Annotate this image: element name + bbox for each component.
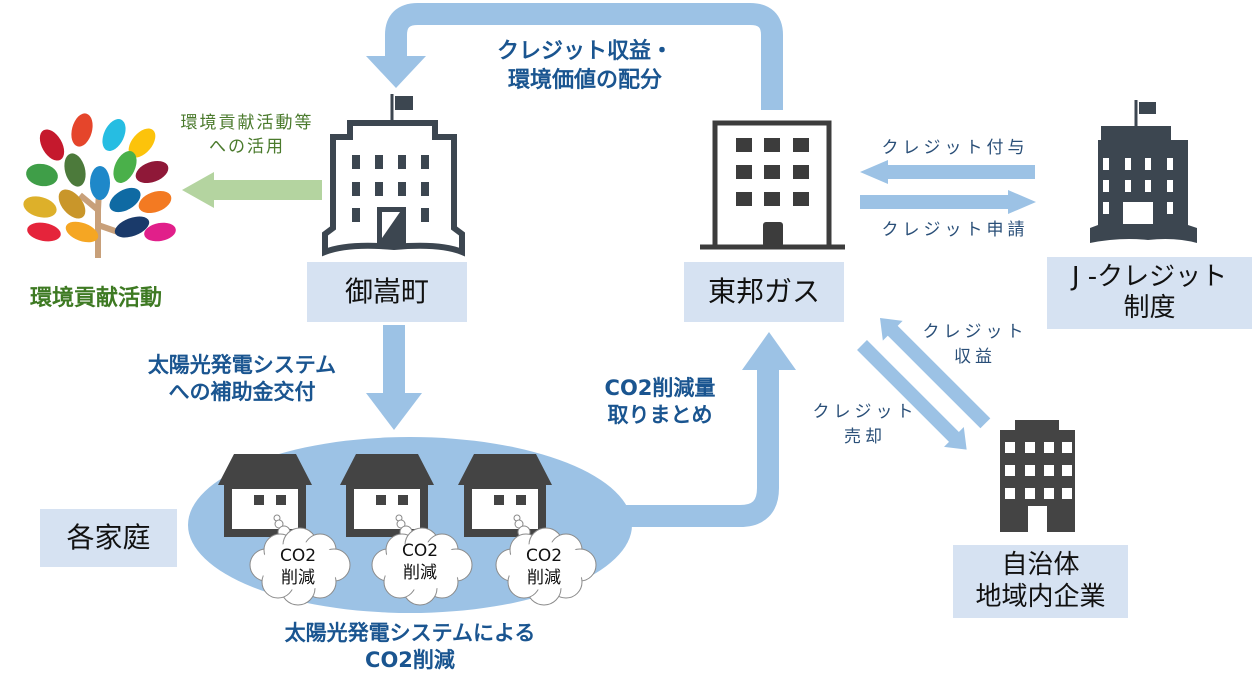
cloud-co2: CO2 (525, 546, 563, 566)
co2-summary-line2: 取りまとめ (607, 403, 713, 428)
cloud-shape (249, 527, 351, 606)
arrow-credit-apply-shaft (860, 195, 1010, 209)
distribution-label: クレジット収益・ 環境価値の配分 (460, 38, 710, 95)
credit-revenue-line1: クレジット (922, 322, 1028, 342)
arrow-credit-sale (857, 340, 967, 450)
town-hall-windows (352, 155, 429, 248)
sdg-tree-icon (23, 113, 176, 258)
solar-reduction-label: 太陽光発電システムによる CO2削減 (230, 620, 590, 675)
arrow-credit-grant-head (860, 160, 888, 184)
distribution-line2: 環境価値の配分 (507, 67, 662, 93)
arrow-co2-summary-head (742, 332, 796, 370)
co2-summary-line1: CO2削減量 (604, 376, 716, 400)
co2-clouds (249, 527, 597, 606)
mitake-label: 御嵩町 (344, 275, 429, 309)
cloud-co2: CO2 (279, 546, 317, 566)
arrow-env-use-shaft (212, 180, 322, 200)
arrow-credit-grant-shaft (885, 165, 1035, 179)
j-credit-line2: 制度 (1123, 293, 1176, 323)
credit-apply-label: クレジット申請 (881, 220, 1029, 240)
co2-summary-label: CO2削減量 取りまとめ (590, 375, 730, 430)
arrow-distribution-head (366, 56, 426, 88)
credit-revenue-line2: 収益 (954, 346, 996, 367)
node-toho-gas: 東邦ガス (684, 262, 844, 322)
j-credit-line1: J -クレジット (1071, 261, 1228, 292)
subsidy-line2: への補助金交付 (168, 380, 316, 405)
office-building-icon (700, 120, 845, 250)
local-line2: 地域内企業 (975, 581, 1106, 612)
local-line1: 自治体 (1001, 550, 1080, 581)
solar-reduction-line1: 太陽光発電システムによる (284, 621, 536, 645)
households-label: 各家庭 (66, 521, 151, 555)
cloud-shape (495, 527, 597, 606)
toho-gas-label: 東邦ガス (707, 275, 820, 309)
credit-sale-line1: クレジット (812, 402, 918, 422)
env-use-label: 環境貢献活動等 への活用 (172, 112, 322, 160)
node-j-credit: J -クレジット 制度 (1047, 257, 1252, 329)
subsidy-label: 太陽光発電システム への補助金交付 (112, 352, 372, 407)
cloud-text: CO2 削減 (504, 545, 584, 589)
house-icon (340, 454, 434, 539)
cloud-reduction: 削減 (527, 568, 561, 589)
arrow-subsidy-head (366, 393, 422, 430)
node-mitake: 御嵩町 (307, 262, 467, 322)
env-use-line2: への活用 (209, 136, 285, 157)
credit-revenue-label: クレジット 収益 (915, 320, 1035, 369)
government-building-icon (1090, 100, 1197, 243)
node-local: 自治体 地域内企業 (953, 545, 1128, 618)
cloud-text: CO2 削減 (380, 540, 460, 584)
arrow-distribution (385, 2, 783, 110)
house-icon (458, 454, 552, 539)
env-use-line1: 環境貢献活動等 (180, 113, 314, 133)
credit-sale-label: クレジット 売却 (805, 400, 925, 449)
house-icon (218, 454, 552, 539)
house-icon (218, 454, 312, 539)
arrow-credit-apply-head (1008, 190, 1036, 214)
company-building-icon (1000, 420, 1075, 532)
cloud-shape (371, 527, 473, 606)
arrow-co2-summary (590, 368, 779, 527)
subsidy-line1: 太陽光発電システム (147, 353, 337, 377)
solar-reduction-line2: CO2削減 (365, 648, 455, 673)
arrow-env-use-head (182, 172, 214, 208)
credit-sale-line2: 売却 (844, 426, 886, 447)
env-activity-label: 環境貢献活動 (30, 286, 163, 311)
cloud-reduction: 削減 (281, 568, 315, 589)
cloud-reduction: 削減 (403, 563, 437, 584)
arrow-credit-revenue (880, 318, 991, 429)
cloud-co2: CO2 (401, 541, 439, 561)
cloud-text: CO2 削減 (258, 545, 338, 589)
arrow-subsidy-shaft (383, 325, 405, 395)
node-households: 各家庭 (40, 509, 177, 567)
distribution-line1: クレジット収益・ (496, 39, 673, 64)
credit-grant-label: クレジット付与 (881, 138, 1029, 158)
